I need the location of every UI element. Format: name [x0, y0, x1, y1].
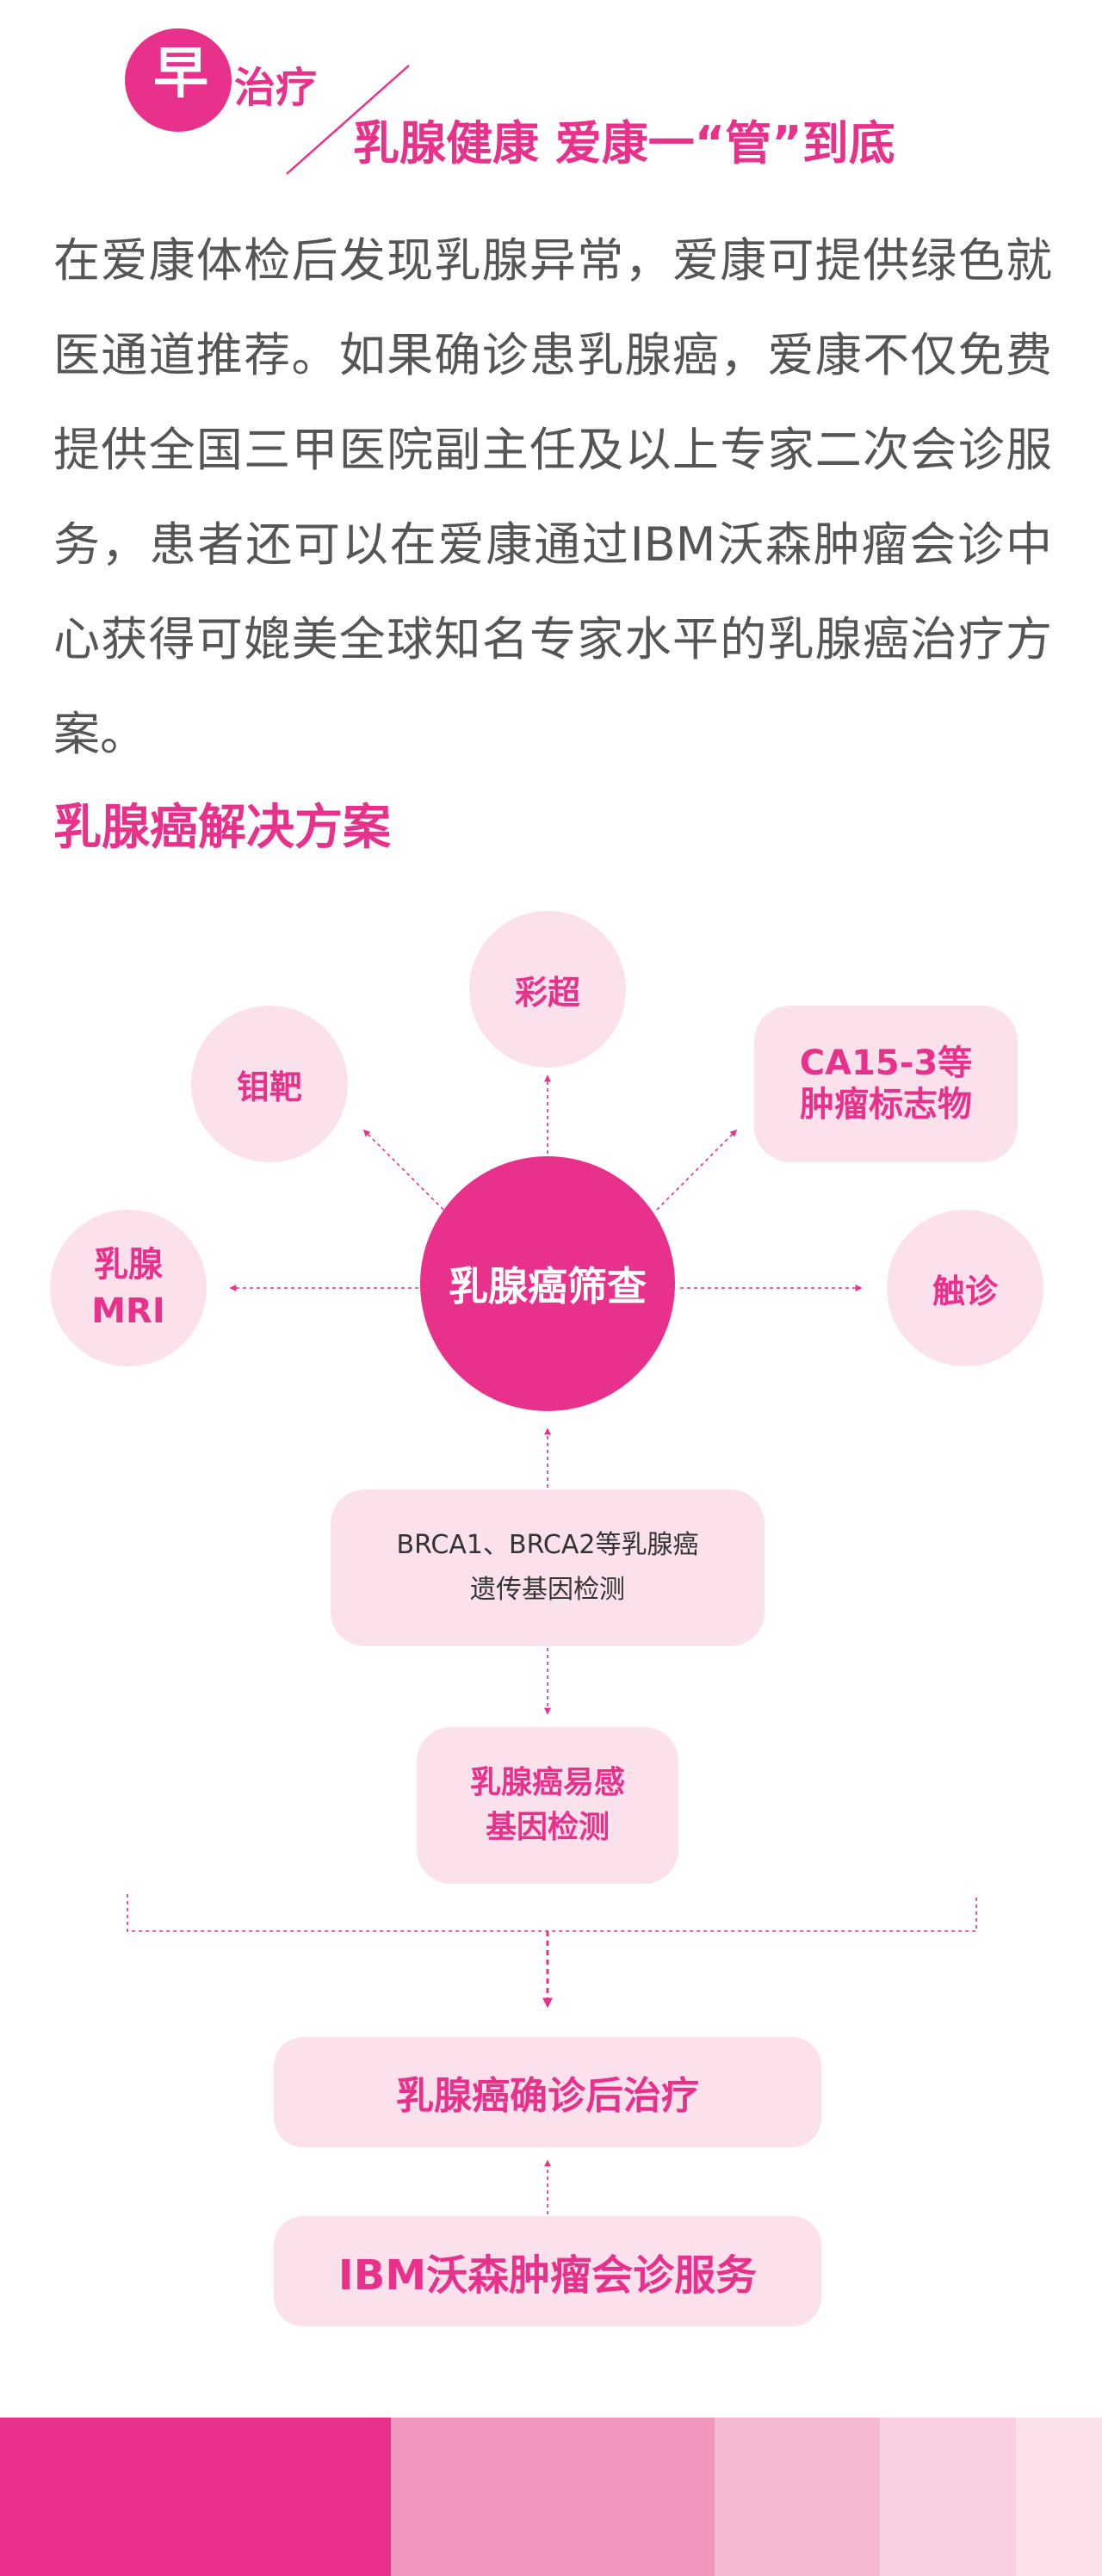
node-brca-genetic-test: BRCA1、BRCA2等乳腺癌 遗传基因检测	[331, 1489, 765, 1646]
node-breast-cancer-screening: 乳腺癌筛查	[420, 1156, 675, 1411]
node-post-diagnosis-treatment: 乳腺癌确诊后治疗	[274, 2037, 821, 2147]
arrow-to-molybdenum	[362, 1129, 444, 1211]
bracket-line	[127, 1894, 977, 1932]
badge-char: 早	[153, 42, 208, 106]
node-tumor-markers: CA15-3等 肿瘤标志物	[754, 1006, 1018, 1162]
node-label: 乳腺癌筛查	[449, 1263, 647, 1310]
node-label: 乳腺癌确诊后治疗	[396, 2074, 699, 2118]
node-label: 触诊	[932, 1272, 998, 1310]
node-color-ultrasound: 彩超	[469, 911, 626, 1068]
node-label: 乳腺 MRI	[91, 1245, 165, 1331]
footer-segment	[880, 2418, 1016, 2576]
footer-segment	[0, 2418, 391, 2576]
node-label: 钼靶	[236, 1068, 302, 1106]
footer-segment	[1016, 2418, 1102, 2576]
intro-paragraph: 在爱康体检后发现乳腺异常，爱康可提供绿色就医通道推荐。如果确诊患乳腺癌，爱康不仅…	[53, 233, 1052, 761]
node-ibm-watson-consultation: IBM沃森肿瘤会诊服务	[274, 2216, 821, 2326]
node-label: BRCA1、BRCA2等乳腺癌 遗传基因检测	[396, 1530, 699, 1605]
node-susceptibility-gene-test: 乳腺癌易感 基因检测	[417, 1727, 678, 1884]
node-label: IBM沃森肿瘤会诊服务	[337, 2251, 758, 2300]
page-headline: 乳腺健康 爱康一“管”到底	[353, 116, 895, 170]
node-mammography: 钼靶	[191, 1006, 348, 1162]
footer-segment	[391, 2418, 715, 2576]
node-palpation: 触诊	[887, 1210, 1043, 1366]
header-kicker: 治疗	[234, 64, 318, 112]
node-label: CA15-3等 肿瘤标志物	[799, 1043, 973, 1124]
node-label: 彩超	[514, 973, 580, 1012]
node-breast-mri: 乳腺 MRI	[50, 1210, 207, 1366]
section-title: 乳腺癌解决方案	[53, 800, 391, 856]
node-label: 乳腺癌易感 基因检测	[469, 1765, 625, 1845]
footer-color-bar	[0, 2418, 1102, 2576]
footer-segment	[715, 2418, 880, 2576]
early-badge: 早	[125, 28, 232, 132]
arrow-to-ca153	[656, 1129, 738, 1211]
